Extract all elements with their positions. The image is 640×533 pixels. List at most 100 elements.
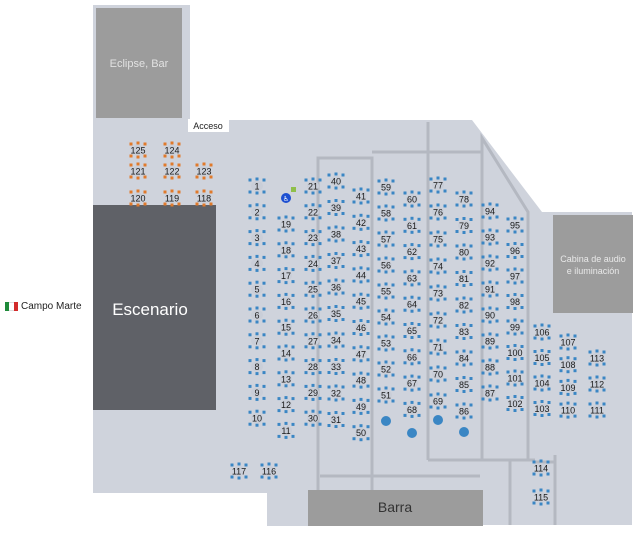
seat[interactable] [443,312,447,316]
seat[interactable] [311,229,315,233]
seat[interactable] [352,425,356,429]
seat[interactable] [559,357,563,361]
seat[interactable] [488,346,492,350]
seat[interactable] [559,379,563,383]
seat[interactable] [377,347,381,351]
table-76[interactable]: 76 [429,203,447,221]
table-121[interactable]: 121 [129,162,147,180]
seat[interactable] [488,202,492,206]
seat[interactable] [143,202,147,206]
seat[interactable] [177,175,181,179]
seat[interactable] [291,305,295,309]
seat[interactable] [495,345,499,349]
seat[interactable] [129,154,133,158]
seat[interactable] [417,401,421,405]
seat[interactable] [462,190,466,194]
table-100[interactable]: 100 [506,344,524,361]
seat[interactable] [318,307,322,311]
seat[interactable] [366,332,370,335]
seat[interactable] [334,358,338,361]
seat[interactable] [488,280,492,284]
seat[interactable] [566,415,570,419]
seat[interactable] [436,379,440,383]
seat[interactable] [455,324,459,327]
seat[interactable] [304,255,308,259]
seat[interactable] [588,376,592,380]
seat[interactable] [513,409,517,412]
table-102[interactable]: 102 [506,395,524,412]
seat[interactable] [540,414,544,417]
seat[interactable] [410,190,414,194]
seat[interactable] [143,154,147,158]
seat[interactable] [462,363,466,367]
seat[interactable] [318,267,322,271]
seat[interactable] [304,345,308,349]
seat[interactable] [248,410,252,414]
seat[interactable] [248,319,252,323]
seat[interactable] [291,371,295,375]
table-94[interactable]: 94 [481,202,499,220]
seat[interactable] [237,462,241,466]
seat[interactable] [291,280,295,284]
seat[interactable] [588,414,592,418]
table-70[interactable]: 70 [429,365,447,383]
seat[interactable] [359,280,363,284]
seat[interactable] [136,176,140,180]
seat[interactable] [334,331,338,335]
seat[interactable] [469,297,473,301]
seat[interactable] [403,375,407,379]
table-115[interactable]: 115 [532,488,550,506]
seat[interactable] [384,244,388,248]
table-29[interactable]: 29 [304,383,322,401]
seat[interactable] [129,142,133,146]
seat[interactable] [403,270,407,274]
seat[interactable] [318,333,322,337]
seat[interactable] [566,401,570,405]
table-46[interactable]: 46 [352,319,370,336]
seat[interactable] [366,200,370,204]
seat[interactable] [352,384,356,388]
seat[interactable] [284,306,288,310]
seat[interactable] [311,332,315,336]
seat[interactable] [318,230,322,234]
seat[interactable] [334,266,338,269]
seat[interactable] [488,306,492,310]
seat[interactable] [469,256,473,260]
seat[interactable] [559,369,563,373]
seat[interactable] [546,489,550,493]
seat[interactable] [384,218,388,222]
seat[interactable] [248,204,252,208]
seat[interactable] [384,296,388,300]
seat[interactable] [248,345,252,349]
seat[interactable] [495,359,499,363]
table-95[interactable]: 95 [506,216,524,234]
seat[interactable] [311,254,315,258]
table-17[interactable]: 17 [277,267,295,285]
seat[interactable] [436,338,440,342]
seat[interactable] [304,396,308,400]
seat[interactable] [352,410,356,414]
seat[interactable] [255,217,259,221]
seat[interactable] [384,360,388,364]
seat[interactable] [163,142,167,146]
seat[interactable] [391,205,395,209]
seat[interactable] [403,229,407,233]
seat[interactable] [443,378,447,382]
seat[interactable] [443,177,447,181]
seat[interactable] [403,203,407,207]
seat[interactable] [366,398,370,402]
seat[interactable] [462,243,466,247]
seat[interactable] [391,269,395,273]
seat[interactable] [304,359,308,363]
seat[interactable] [469,362,473,366]
seat[interactable] [417,323,421,326]
seat[interactable] [469,203,473,207]
table-73[interactable]: 73 [429,284,447,302]
seat[interactable] [327,265,331,268]
seat[interactable] [277,383,281,387]
seat[interactable] [417,335,421,338]
seat[interactable] [455,377,459,380]
seat[interactable] [341,306,345,309]
table-11[interactable]: 11 [277,421,295,439]
seat[interactable] [481,255,485,259]
